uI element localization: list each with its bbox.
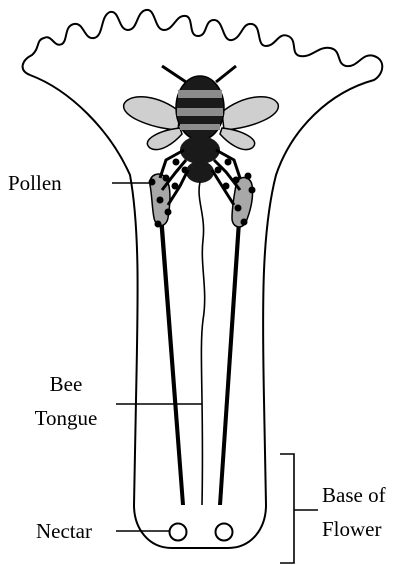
bee-tongue-label-line1: Bee [50,372,83,396]
bee-thorax [180,136,220,164]
bee-tongue-label-line2: Tongue [35,406,98,430]
pollen-label: Pollen [8,171,62,195]
base-of-flower-label-line1: Base of [322,483,386,507]
nectar-label: Nectar [36,519,92,543]
bee-head [186,161,214,183]
nectary-right [216,524,233,541]
nectary-left [170,524,187,541]
base-of-flower-label-line2: Flower [322,517,382,541]
base-bracket [280,454,294,563]
